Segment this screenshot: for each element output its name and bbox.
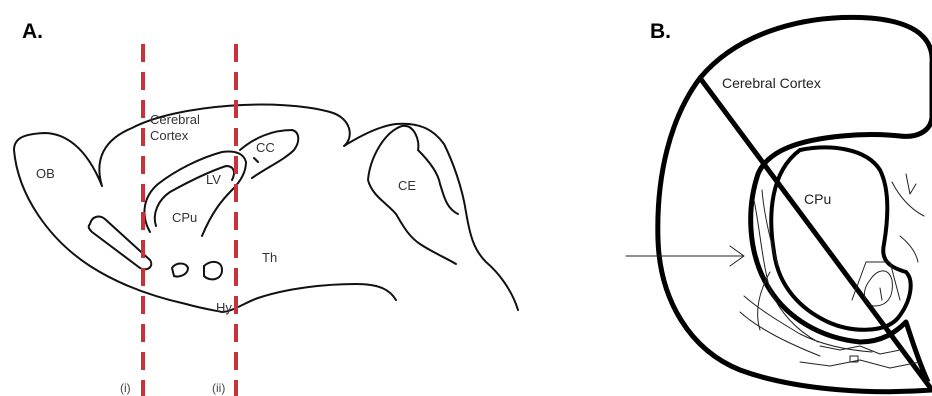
label-cc: CC [256, 140, 275, 155]
brain-outline [14, 105, 518, 312]
nucleus-medium [204, 262, 222, 279]
cut-label-ii: (ii) [212, 381, 225, 395]
label-ce: CE [398, 178, 416, 193]
label-cpu: CPu [172, 210, 197, 225]
label-ob: OB [36, 166, 55, 181]
label-hy: Hy [216, 300, 232, 315]
label-th: Th [262, 250, 277, 265]
label-lv: LV [206, 172, 221, 187]
panel-a: A. OB Cerebral Cortex CC LV CPu CE Th Hy… [14, 20, 518, 396]
label-b-cortex: Cerebral Cortex [722, 75, 821, 91]
panel-b-letter: B. [650, 20, 671, 43]
cortex-outline [658, 17, 932, 391]
cpu-outline [771, 147, 910, 329]
label-cerebral: Cerebral [150, 112, 200, 127]
panel-a-letter: A. [22, 20, 43, 43]
nucleus-small [172, 264, 188, 277]
panel-b: B. Cerebral Cortex CPu [626, 17, 932, 391]
label-b-cpu: CPu [804, 191, 831, 207]
cut-label-i: (i) [120, 381, 131, 395]
label-cortex: Cortex [150, 128, 189, 143]
